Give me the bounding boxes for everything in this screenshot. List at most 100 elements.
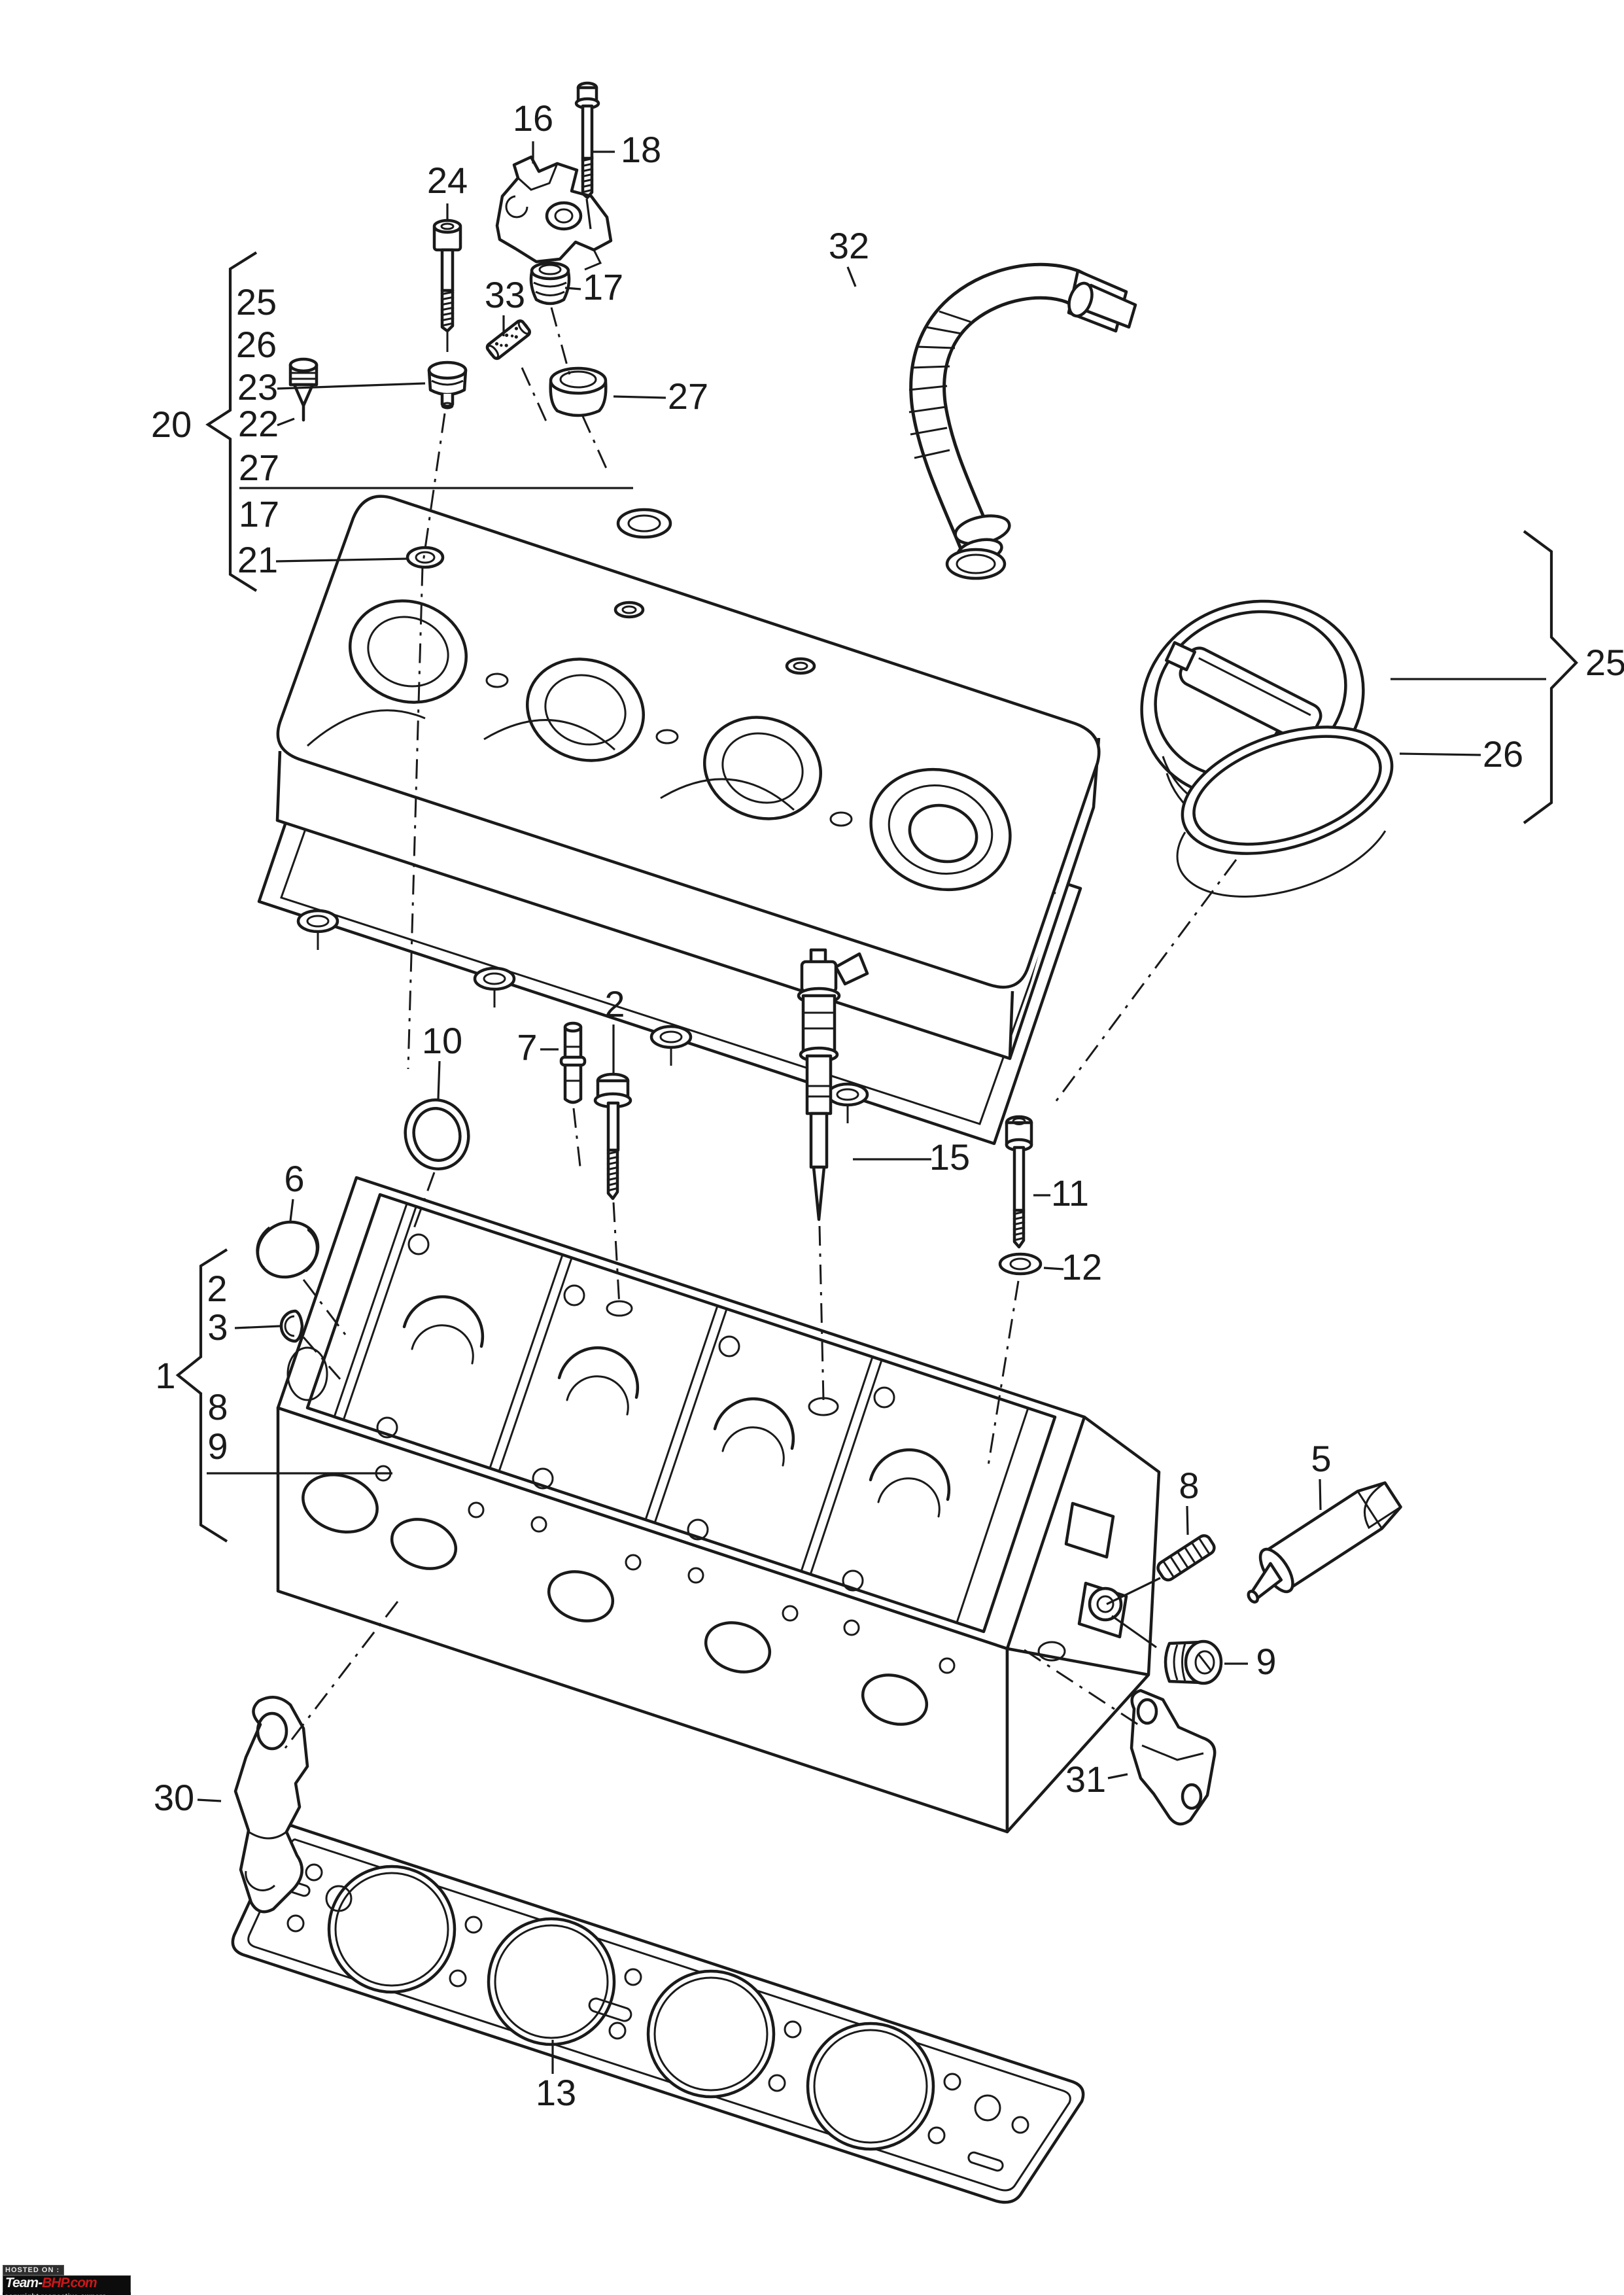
leader-23L: [277, 382, 426, 390]
callout-2T: 2: [604, 983, 625, 1025]
leader-align-6-head: [302, 1279, 347, 1335]
leader-align-15-head: [818, 1225, 825, 1401]
callout-20: 20: [151, 404, 192, 445]
bracket-group-20: [205, 251, 258, 592]
callout-30: 30: [154, 1777, 194, 1818]
callout-16: 16: [513, 97, 553, 139]
callout-27T: 27: [668, 376, 708, 417]
bearing-saddles: [402, 1295, 951, 1518]
leader-align-8R: [1106, 1577, 1161, 1605]
callout-5: 5: [1311, 1438, 1331, 1479]
valve-22-drawing: [288, 357, 319, 422]
leader-8R: [1186, 1505, 1189, 1535]
callout-17L: 17: [239, 493, 279, 534]
gasket-holes: [274, 1863, 1029, 2172]
bracket-group-25: [1523, 530, 1578, 824]
breather-hose-drawing: [908, 262, 1137, 573]
callout-11: 11: [1051, 1172, 1089, 1214]
leader-18b: [585, 198, 592, 230]
leader-align-cap-cover: [1050, 859, 1237, 1108]
grommet-17-drawing: [529, 261, 571, 306]
leader-17T: [564, 287, 581, 290]
valve-cover-drawing: [275, 495, 1101, 1060]
cylinder-head-drawing: [276, 1176, 1161, 1834]
callout-32: 32: [829, 225, 869, 266]
bracket-30-drawing: [233, 1696, 309, 1914]
camshaft-bracket-drawing: [495, 155, 613, 271]
callout-21: 21: [237, 539, 278, 580]
watermark-hosted-on: HOSTED ON :: [3, 2265, 65, 2275]
callout-9L: 9: [207, 1426, 228, 1467]
leader-27T: [613, 395, 666, 399]
hose-flange: [1067, 269, 1137, 333]
cover-details: [307, 508, 1007, 827]
leader-align-head-30: [284, 1601, 399, 1749]
leader-10: [437, 1060, 441, 1100]
injector-15-drawing: [797, 948, 869, 1221]
callout-3L: 3: [207, 1306, 228, 1348]
head-front-ports: [302, 1465, 956, 1726]
callout-24: 24: [427, 160, 468, 201]
callout-22L: 22: [238, 403, 279, 444]
leader-31: [1107, 1773, 1128, 1779]
leader-26R: [1399, 752, 1481, 756]
head-gasket-drawing: [231, 1824, 1085, 2204]
callout-25R: 25: [1585, 642, 1624, 683]
callout-1: 1: [155, 1355, 175, 1396]
watermark: HOSTED ON : Team-BHP.com copyright respe…: [3, 2264, 131, 2295]
callout-26R: 26: [1483, 733, 1523, 775]
callout-8R: 8: [1179, 1465, 1199, 1506]
callout-12: 12: [1062, 1246, 1102, 1288]
leader-12: [1043, 1267, 1064, 1270]
callout-27L: 27: [239, 447, 279, 488]
bolt-11-drawing: [1005, 1115, 1033, 1249]
leader-5: [1319, 1479, 1322, 1511]
plug-9-drawing: [1164, 1639, 1223, 1685]
cap-3-drawing: [279, 1309, 304, 1343]
leader-align-2-head: [612, 1202, 621, 1306]
cap-seal-ring-drawing: [1176, 726, 1394, 898]
leader-align-head-31: [1024, 1649, 1139, 1726]
hose-corrugation: [908, 310, 971, 459]
leader-align-17-cover: [550, 307, 573, 383]
dowel-pin-7-drawing: [559, 1021, 587, 1104]
bolt-18-drawing: [574, 81, 600, 200]
leader-align-9R: [1111, 1615, 1157, 1649]
seal-27-drawing: [549, 366, 608, 417]
callout-31: 31: [1065, 1759, 1106, 1800]
leader-3L: [234, 1325, 281, 1329]
callout-18: 18: [621, 129, 661, 170]
cam-humps: [348, 599, 823, 820]
callout-17T: 17: [583, 266, 623, 307]
bolt-2-drawing: [593, 1072, 632, 1200]
callout-2L: 2: [207, 1268, 227, 1309]
cap-6-drawing: [256, 1220, 320, 1279]
leader-32: [846, 266, 857, 287]
oil-filler-neck: [869, 767, 1012, 892]
leader-align-23-cover: [407, 413, 446, 1070]
callout-23L: 23: [237, 366, 278, 408]
bolt-24-drawing: [432, 219, 462, 333]
group-brackets: [175, 251, 1578, 1543]
sealant-tube-5-drawing: [1247, 1481, 1402, 1604]
dowel-sleeve-33-drawing: [485, 319, 532, 360]
leader-6: [289, 1199, 294, 1221]
watermark-tagline: copyright respective owners: [3, 2292, 131, 2295]
leader-align-10-head: [412, 1172, 436, 1231]
callout-8L: 8: [207, 1386, 228, 1428]
callout-13: 13: [536, 2072, 576, 2113]
callout-6: 6: [284, 1158, 304, 1199]
callout-25L: 25: [236, 281, 277, 323]
watermark-logo: Team-BHP.com: [3, 2275, 131, 2293]
callout-26L: 26: [236, 324, 277, 365]
leader-21: [275, 557, 409, 563]
gasket-bores: [327, 1865, 935, 2151]
washer-12-drawing: [998, 1252, 1043, 1276]
grommet-23-drawing: [427, 360, 468, 410]
callout-15: 15: [929, 1136, 970, 1178]
callout-7: 7: [517, 1026, 537, 1068]
head-right-face: [286, 1346, 1128, 1662]
